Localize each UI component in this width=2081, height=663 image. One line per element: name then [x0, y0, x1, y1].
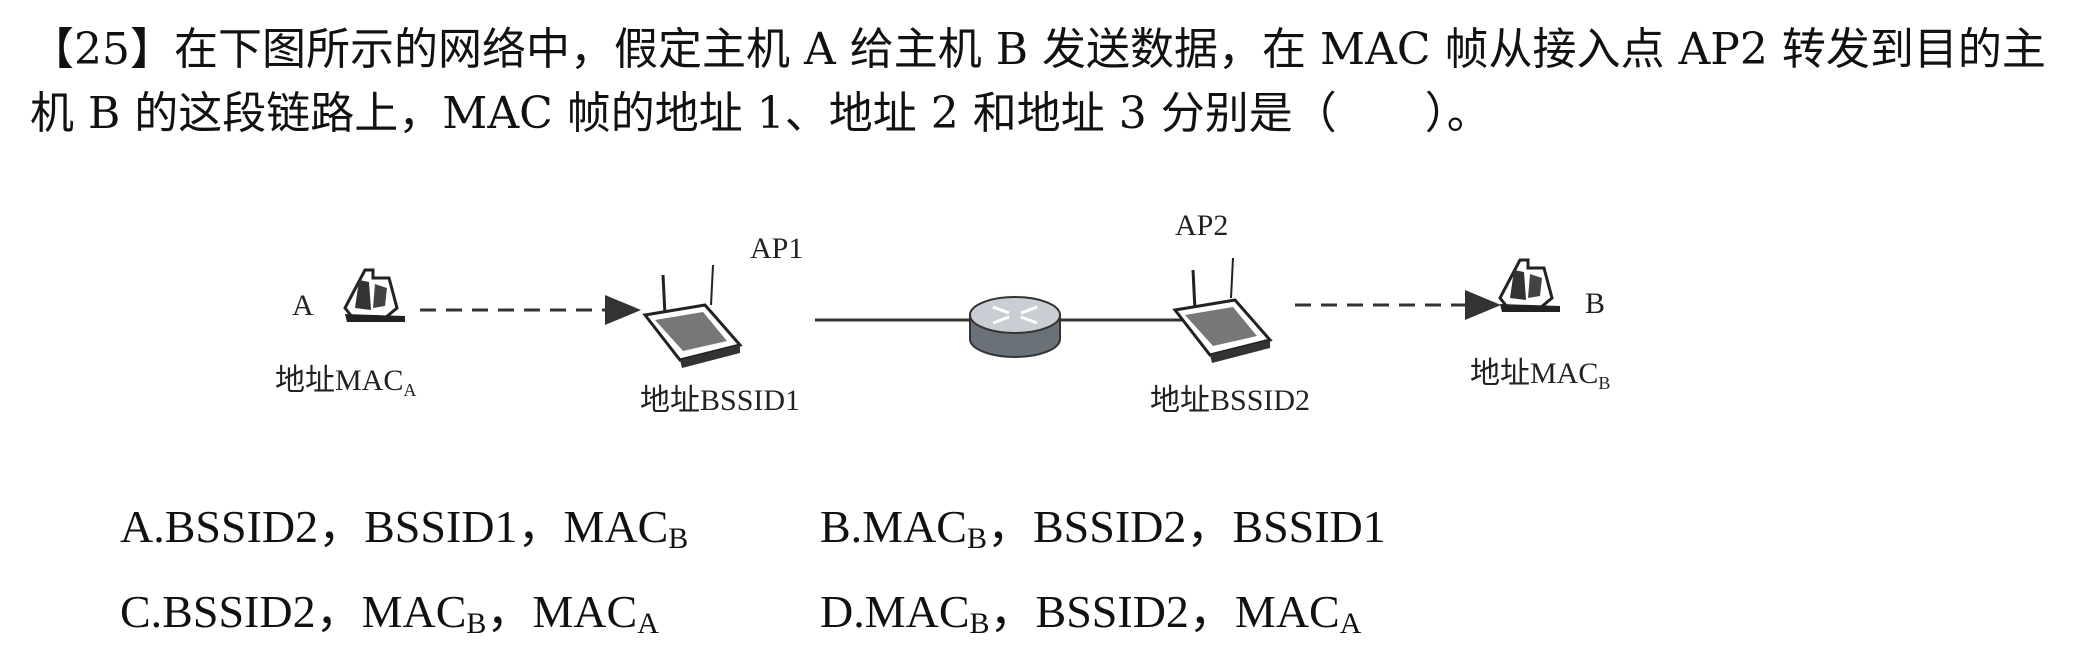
ap1-label: AP1	[750, 232, 803, 265]
network-diagram: A 地址MACA AP1 地址BSSID1	[250, 209, 1830, 440]
access-point-icon	[642, 264, 743, 368]
laptop-icon	[1498, 258, 1560, 312]
question-stem: 【25】在下图所示的网络中，假定主机 A 给主机 B 发送数据，在 MAC 帧从…	[30, 18, 2060, 146]
host-a-address: 地址MACA	[275, 364, 416, 400]
host-b-letter: B	[1585, 287, 1605, 320]
laptop-icon	[343, 268, 405, 322]
ap2-address: 地址BSSID2	[1150, 384, 1310, 417]
network-diagram-svg: A 地址MACA AP1 地址BSSID1	[275, 209, 1610, 417]
option-d[interactable]: D.MACB，BSSID2，MACA	[820, 586, 1362, 640]
question-text: 在下图所示的网络中，假定主机 A 给主机 B 发送数据，在 MAC 帧从接入点 …	[30, 24, 2046, 139]
ap2-label: AP2	[1175, 209, 1228, 242]
host-a-letter: A	[292, 289, 314, 322]
option-c[interactable]: C.BSSID2，MACB，MACA	[120, 586, 659, 640]
access-point-icon	[1172, 257, 1273, 363]
host-b-address: 地址MACB	[1470, 357, 1610, 393]
ap1-address: 地址BSSID1	[640, 384, 800, 417]
router-icon	[969, 296, 1061, 358]
question-number: 【25】	[30, 24, 174, 75]
option-a[interactable]: A.BSSID2，BSSID1，MACB	[120, 501, 689, 555]
option-b[interactable]: B.MACB，BSSID2，BSSID1	[820, 501, 1386, 555]
